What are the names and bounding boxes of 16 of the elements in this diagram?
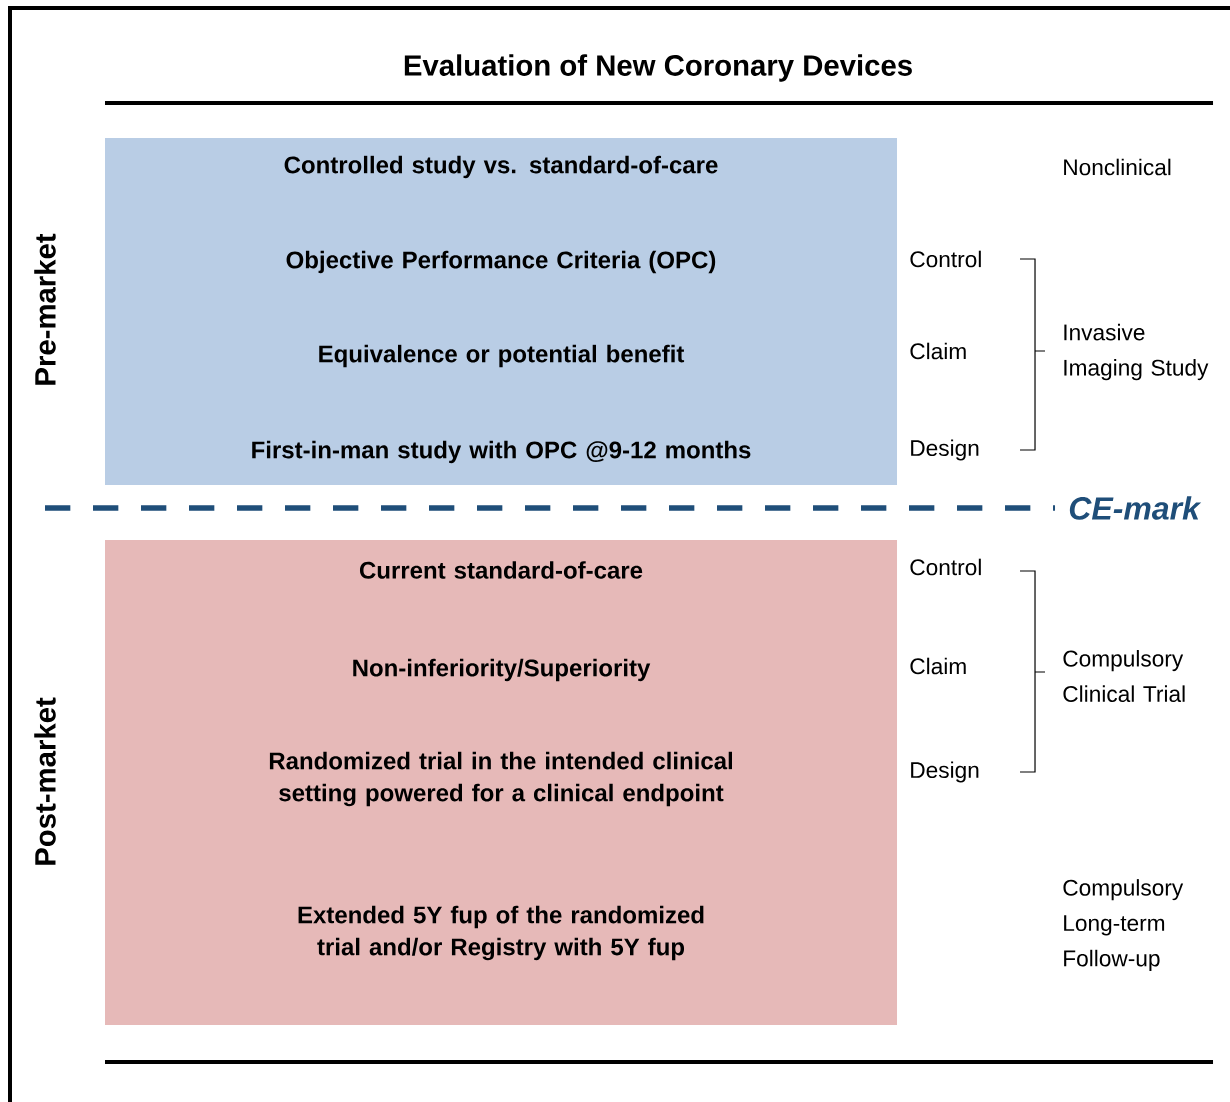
box-text: Controlled study vs. standard-of-care [284,155,718,179]
side-label: Compulsory Long-term Follow-up [1063,879,1184,971]
box-text: Randomized trial in the intended clinical setting powered for a clinical endpoint [269,751,733,807]
box-text: Equivalence or potential benefit [319,344,685,368]
box-text: Non-inferiority/Superiority [353,658,651,682]
section-label: Post-market [34,697,56,865]
box-text: Current standard-of-care [359,561,643,579]
side-label: Invasive Imaging Study [1064,323,1209,381]
box-text: First-in-man study with OPC @9-12 months [252,440,751,464]
side-label: Compulsory Clinical Trial [1063,650,1185,702]
box-text: Objective Performance Criteria (OPC) [286,250,716,274]
milestone-label: CE-mark [1069,496,1202,520]
title: Evaluation of New Coronary Devices [404,54,912,82]
side-label: Nonclinical [1064,158,1171,176]
box-text: Extended 5Y fup of the randomized trial and/or Registry with 5Y fup [298,905,704,961]
section-label: Pre-market [34,233,56,385]
